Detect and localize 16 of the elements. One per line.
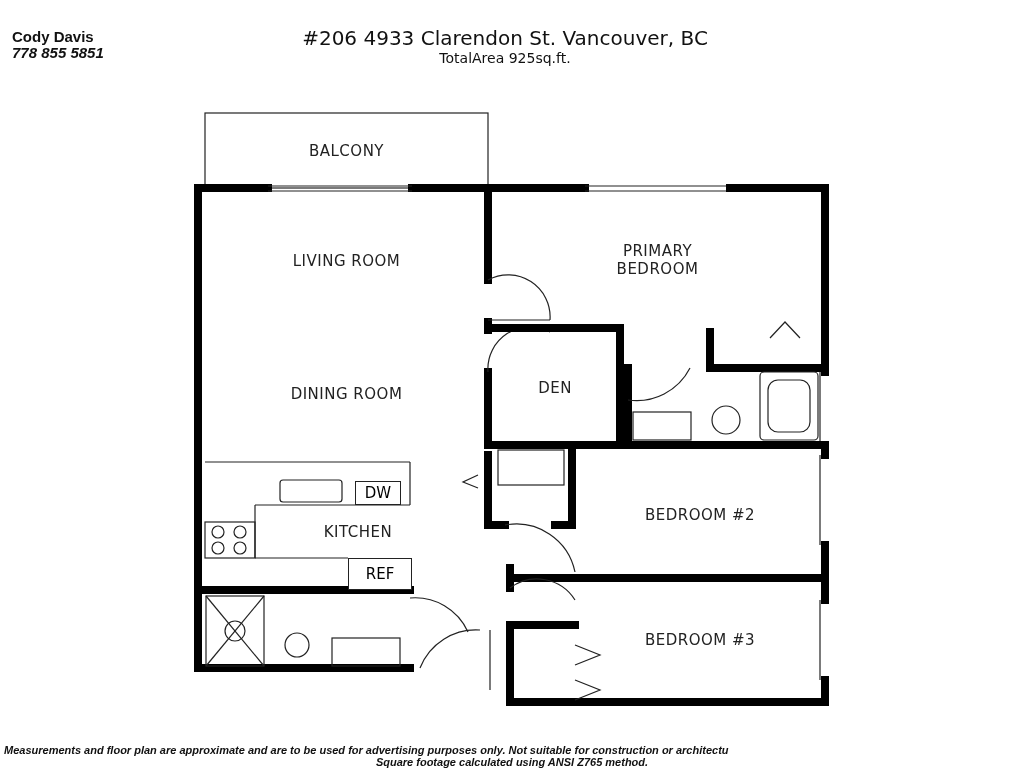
room-label: DEN (538, 378, 572, 397)
room-label: BEDROOM #3 (644, 631, 756, 649)
room-label: BALCONY (308, 141, 385, 160)
room-label: PRIMARY BEDROOM (615, 242, 700, 278)
address-title: #206 4933 Clarendon St. Vancouver, BC (302, 26, 708, 50)
footnote-text: Square footage calculated using ANSI Z765 method. (375, 756, 649, 768)
appliance-label: REF (348, 558, 412, 590)
total-area-text: TotalArea 925sq.ft. (439, 50, 571, 66)
appliance-label: DW (355, 481, 401, 505)
room-label: BEDROOM #2 (644, 506, 756, 524)
room-label: LIVING ROOM (292, 252, 401, 271)
room-label: KITCHEN (323, 523, 393, 541)
disclaimer-text: Measurements and floor plan are approximate and are to be used for advertising purposes only. Not suitable for construction or architectu (4, 744, 729, 756)
agent-name: Cody Davis (12, 28, 94, 45)
room-label: DINING ROOM (290, 384, 403, 403)
phone-number: 778 855 5851 (12, 44, 104, 61)
